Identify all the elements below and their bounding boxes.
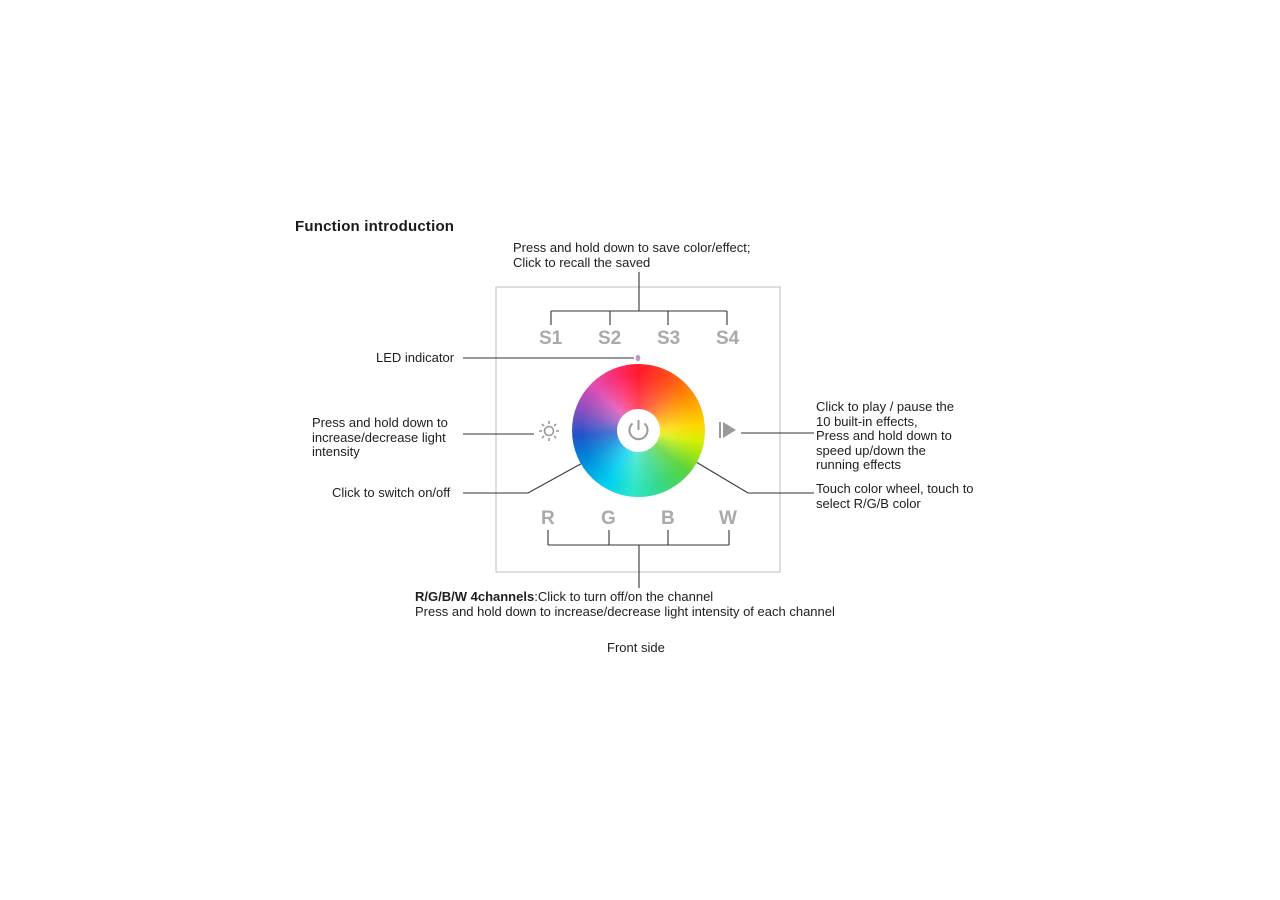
- wheel-annotation-line2: select R/G/B color: [816, 495, 921, 511]
- page-title: Function introduction: [295, 218, 455, 235]
- scene-button-s2[interactable]: S2: [598, 328, 622, 349]
- play-annotation: Click to play / pause the 10 built-in ef…: [816, 399, 955, 473]
- power-button[interactable]: [617, 409, 660, 452]
- scene-button-s1[interactable]: S1: [539, 328, 563, 349]
- channel-button-g[interactable]: G: [601, 508, 616, 529]
- caption: Front side: [607, 640, 665, 655]
- led-annotation: LED indicator: [376, 350, 455, 365]
- scenes-annotation: Press and hold down to save color/effect…: [513, 240, 751, 270]
- channels-annotation-line1: R/G/B/W 4channels:Click to turn off/on t…: [415, 589, 835, 605]
- brightness-annotation-line1: Press and hold down to: [312, 415, 448, 430]
- play-annotation-line3: Press and hold down to: [816, 428, 952, 443]
- panel-outline: [495, 286, 781, 573]
- power-annotation: Click to switch on/off: [332, 485, 451, 500]
- power-icon: [628, 420, 649, 441]
- play-annotation-line4: speed up/down the: [816, 442, 926, 458]
- play-pause-button[interactable]: [718, 421, 738, 439]
- scene-button-s4[interactable]: S4: [716, 328, 740, 349]
- brightness-annotation: Press and hold down to increase/decrease…: [312, 415, 448, 460]
- channels-annotation-bold: R/G/B/W 4channels: [415, 589, 535, 604]
- play-annotation-line5: running effects: [816, 457, 902, 472]
- brightness-button[interactable]: [538, 420, 560, 442]
- scenes-annotation-line1: Press and hold down to save color/effect…: [513, 240, 751, 255]
- led-indicator: [635, 354, 641, 362]
- brightness-annotation-line3: intensity: [312, 444, 360, 459]
- wheel-annotation: Touch color wheel, touch to select R/G/B…: [816, 481, 974, 511]
- wheel-annotation-line1: Touch color wheel, touch to: [816, 481, 974, 496]
- channel-button-w[interactable]: W: [719, 508, 737, 529]
- wheel-leader: [685, 455, 814, 494]
- play-annotation-line2: 10 built-in effects,: [816, 413, 918, 429]
- scene-button-s3[interactable]: S3: [657, 328, 681, 349]
- channel-bracket: [547, 530, 730, 588]
- channel-button-b[interactable]: B: [661, 508, 675, 529]
- channel-button-r[interactable]: R: [541, 508, 555, 529]
- scenes-annotation-line2: Click to recall the saved: [513, 254, 651, 270]
- brightness-annotation-line2: increase/decrease light: [312, 429, 446, 445]
- channels-annotation-rest: :Click to turn off/on the channel: [534, 589, 714, 604]
- channels-annotation-line2: Press and hold down to increase/decrease…: [415, 603, 835, 619]
- channels-annotation: R/G/B/W 4channels:Click to turn off/on t…: [415, 589, 835, 619]
- play-pause-icon: [719, 422, 736, 438]
- scene-bracket: [550, 272, 728, 325]
- play-annotation-line1: Click to play / pause the: [816, 399, 955, 414]
- sun-icon: [539, 421, 559, 441]
